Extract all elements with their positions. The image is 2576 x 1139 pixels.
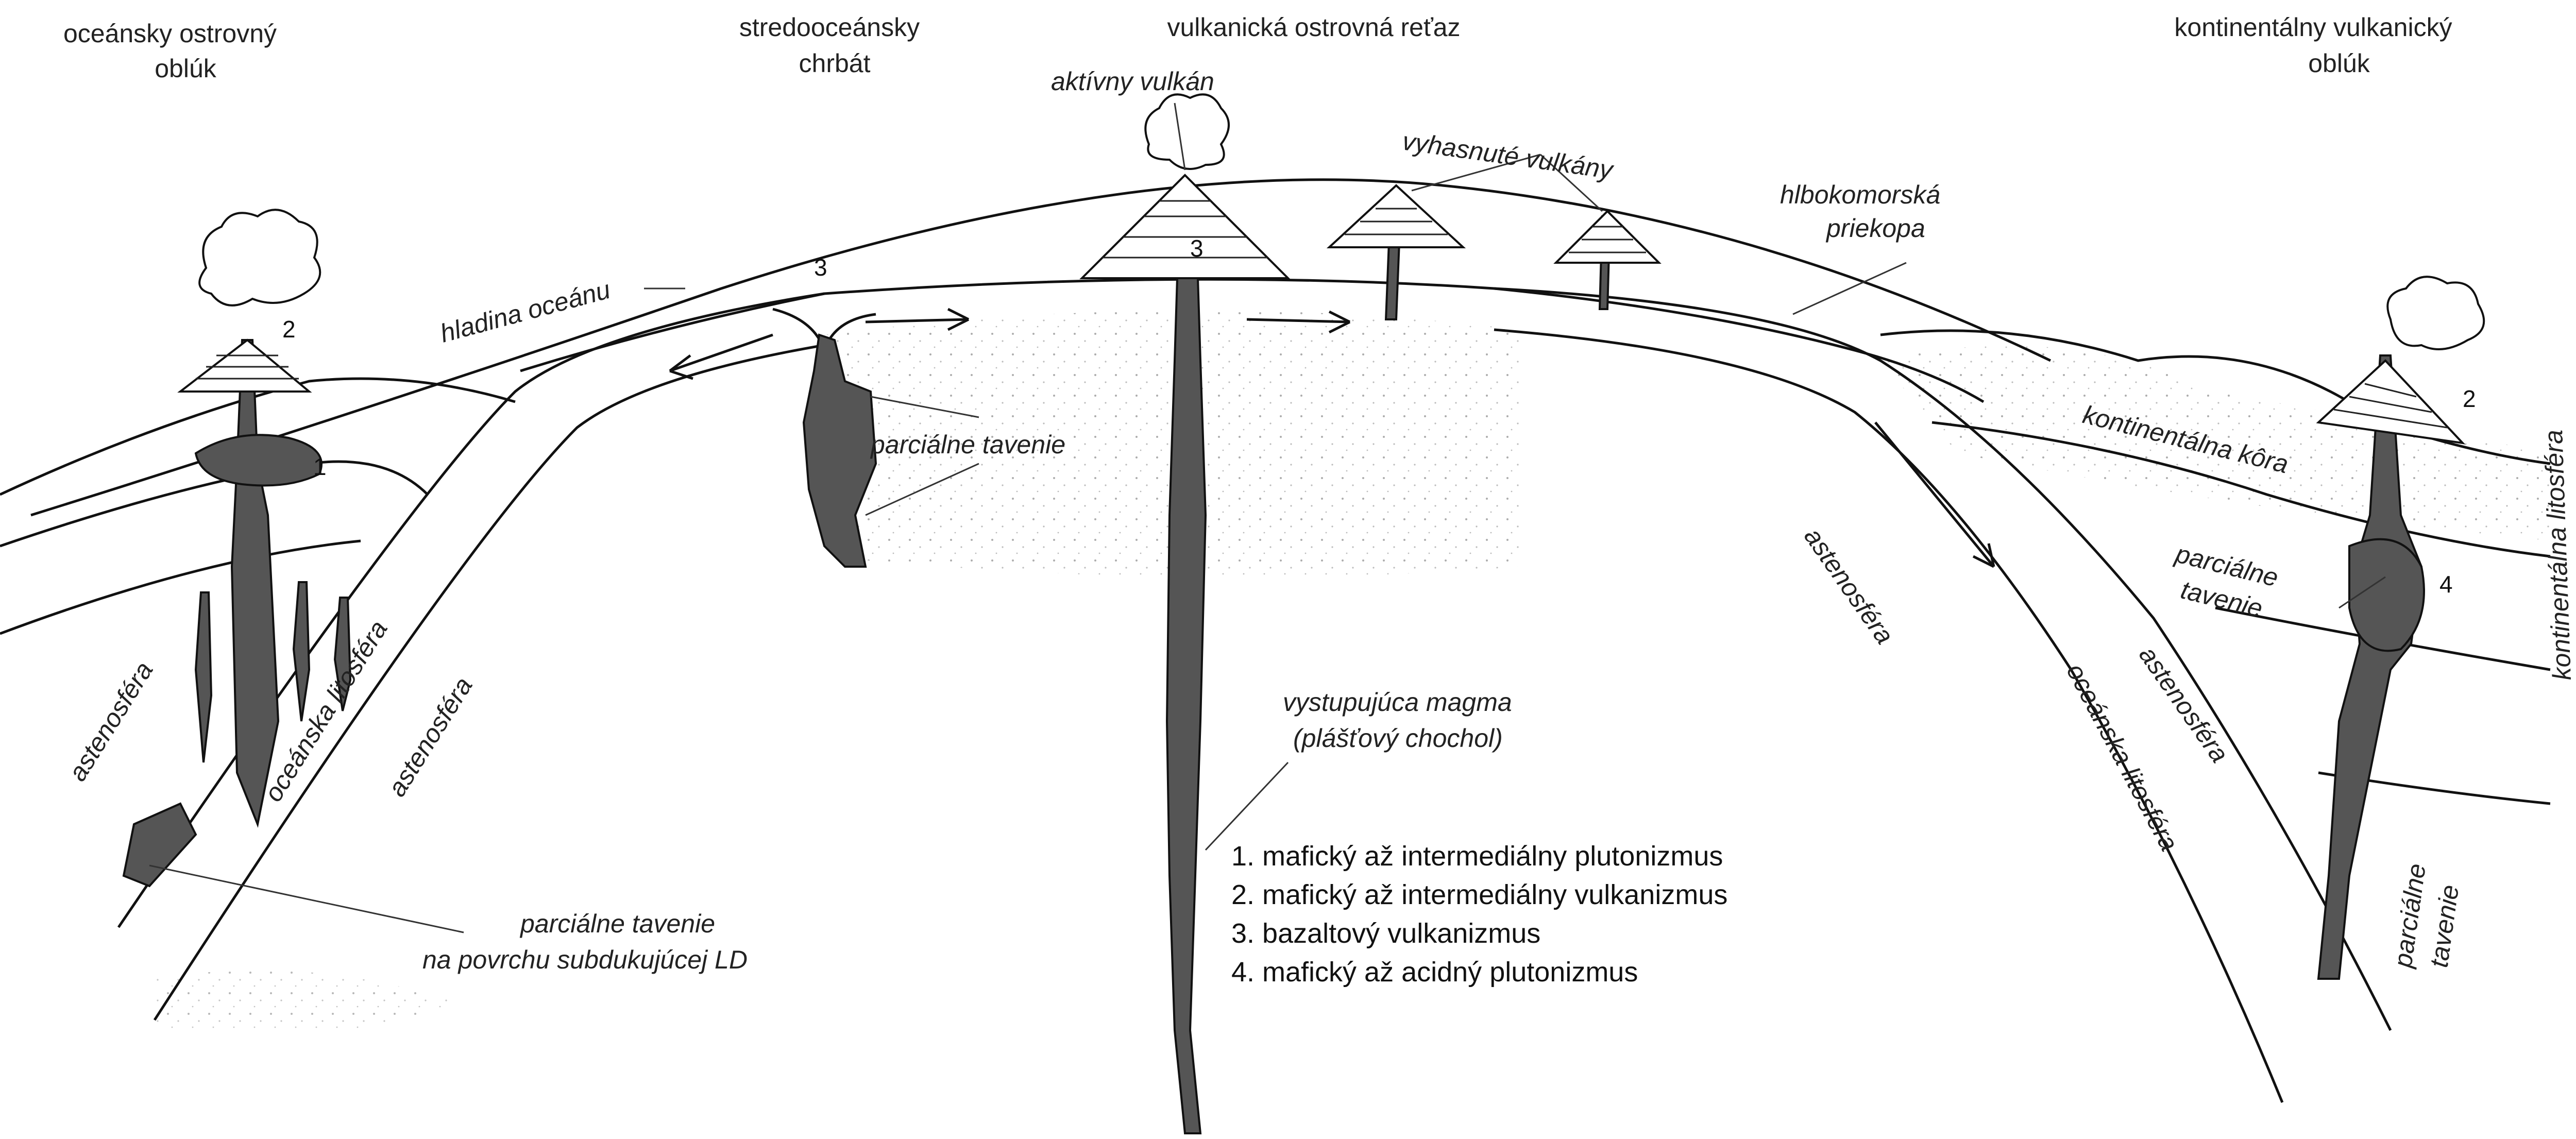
right-smoke-cloud <box>2387 277 2484 349</box>
label-asthenosphere-right: astenosféra <box>1799 522 1900 649</box>
ridge-arrow-left <box>670 335 773 379</box>
left-volcano-cone <box>180 340 309 392</box>
label-mid-ocean-ridge-2: chrbát <box>799 49 871 78</box>
number-left-pluton: 1 <box>313 453 327 480</box>
stipple-lower-left <box>155 970 464 1030</box>
number-active-volcano: 3 <box>1190 235 1204 262</box>
label-mid-ocean-ridge-1: stredooceánsky <box>739 13 920 42</box>
number-right-pluton: 4 <box>2439 571 2453 598</box>
label-partial-melting-ridge: parciálne tavenie <box>870 430 1065 459</box>
left-magma-finger-1 <box>196 592 211 762</box>
left-pluton-blob <box>196 435 321 485</box>
label-deep-sea-trench-1: hlbokomorská <box>1780 180 1940 209</box>
left-smoke-cloud <box>199 210 320 305</box>
right-magma-pluton <box>2349 539 2424 651</box>
label-continental-lithosphere: kontinentálna litosféra <box>2539 429 2576 681</box>
legend-item-1: 1. mafický až intermediálny plutonizmus <box>1231 841 1723 872</box>
label-asthenosphere-left-2: astenosféra <box>382 672 478 802</box>
number-right-volcano: 2 <box>2463 385 2476 412</box>
legend-item-4: 4. mafický až acidný plutonizmus <box>1231 957 1638 988</box>
label-continental-volcanic-arc-2: oblúk <box>2308 49 2370 78</box>
label-asthenosphere-right-2: astenosféra <box>2133 641 2234 768</box>
label-volcanic-island-chain: vulkanická ostrovná reťaz <box>1167 13 1460 42</box>
label-oceanic-island-arc-2: oblúk <box>155 54 217 83</box>
legend-item-2: 2. mafický až intermediálny vulkanizmus <box>1231 879 1727 910</box>
label-partial-melting-subducting-1: parciálne tavenie <box>519 909 715 938</box>
label-continental-volcanic-arc-1: kontinentálny vulkanický <box>2174 13 2452 42</box>
label-extinct-volcanoes: vyhasnuté vulkány <box>1400 126 1616 184</box>
leader-subducting-melting <box>149 865 464 932</box>
active-volcano-smoke <box>1145 94 1229 169</box>
label-partial-melting-subducting-2: na povrchu subdukujúcej LD <box>422 945 748 974</box>
left-magma-column <box>232 340 278 824</box>
leader-trench <box>1793 263 1906 314</box>
label-partial-melting-slab-2: tavenie <box>2424 883 2464 969</box>
active-volcano-cone <box>1082 175 1288 278</box>
number-left-volcano: 2 <box>282 316 296 343</box>
label-ocean-level: hladina oceánu <box>437 275 613 348</box>
label-active-volcano: aktívny vulkán <box>1051 67 1214 96</box>
number-ridge: 3 <box>814 254 827 281</box>
left-magma-finger-2 <box>294 582 309 721</box>
extinct-volcano-cone-1 <box>1329 185 1463 247</box>
label-deep-sea-trench-2: priekopa <box>1825 214 1925 243</box>
label-rising-magma-1: vystupujúca magma <box>1283 688 1512 717</box>
label-rising-magma-2: (plášťový chochol) <box>1293 724 1503 753</box>
legend-item-3: 3. bazaltový vulkanizmus <box>1231 918 1540 949</box>
label-asthenosphere-left-1: astenosféra <box>63 657 159 786</box>
leader-rising-magma <box>1206 762 1288 850</box>
label-oceanic-island-arc-1: oceánsky ostrovný <box>63 19 277 48</box>
legend: 1. mafický až intermediálny plutonizmus … <box>1231 841 1727 988</box>
label-partial-melting-slab-1: parciálne <box>2388 862 2431 971</box>
